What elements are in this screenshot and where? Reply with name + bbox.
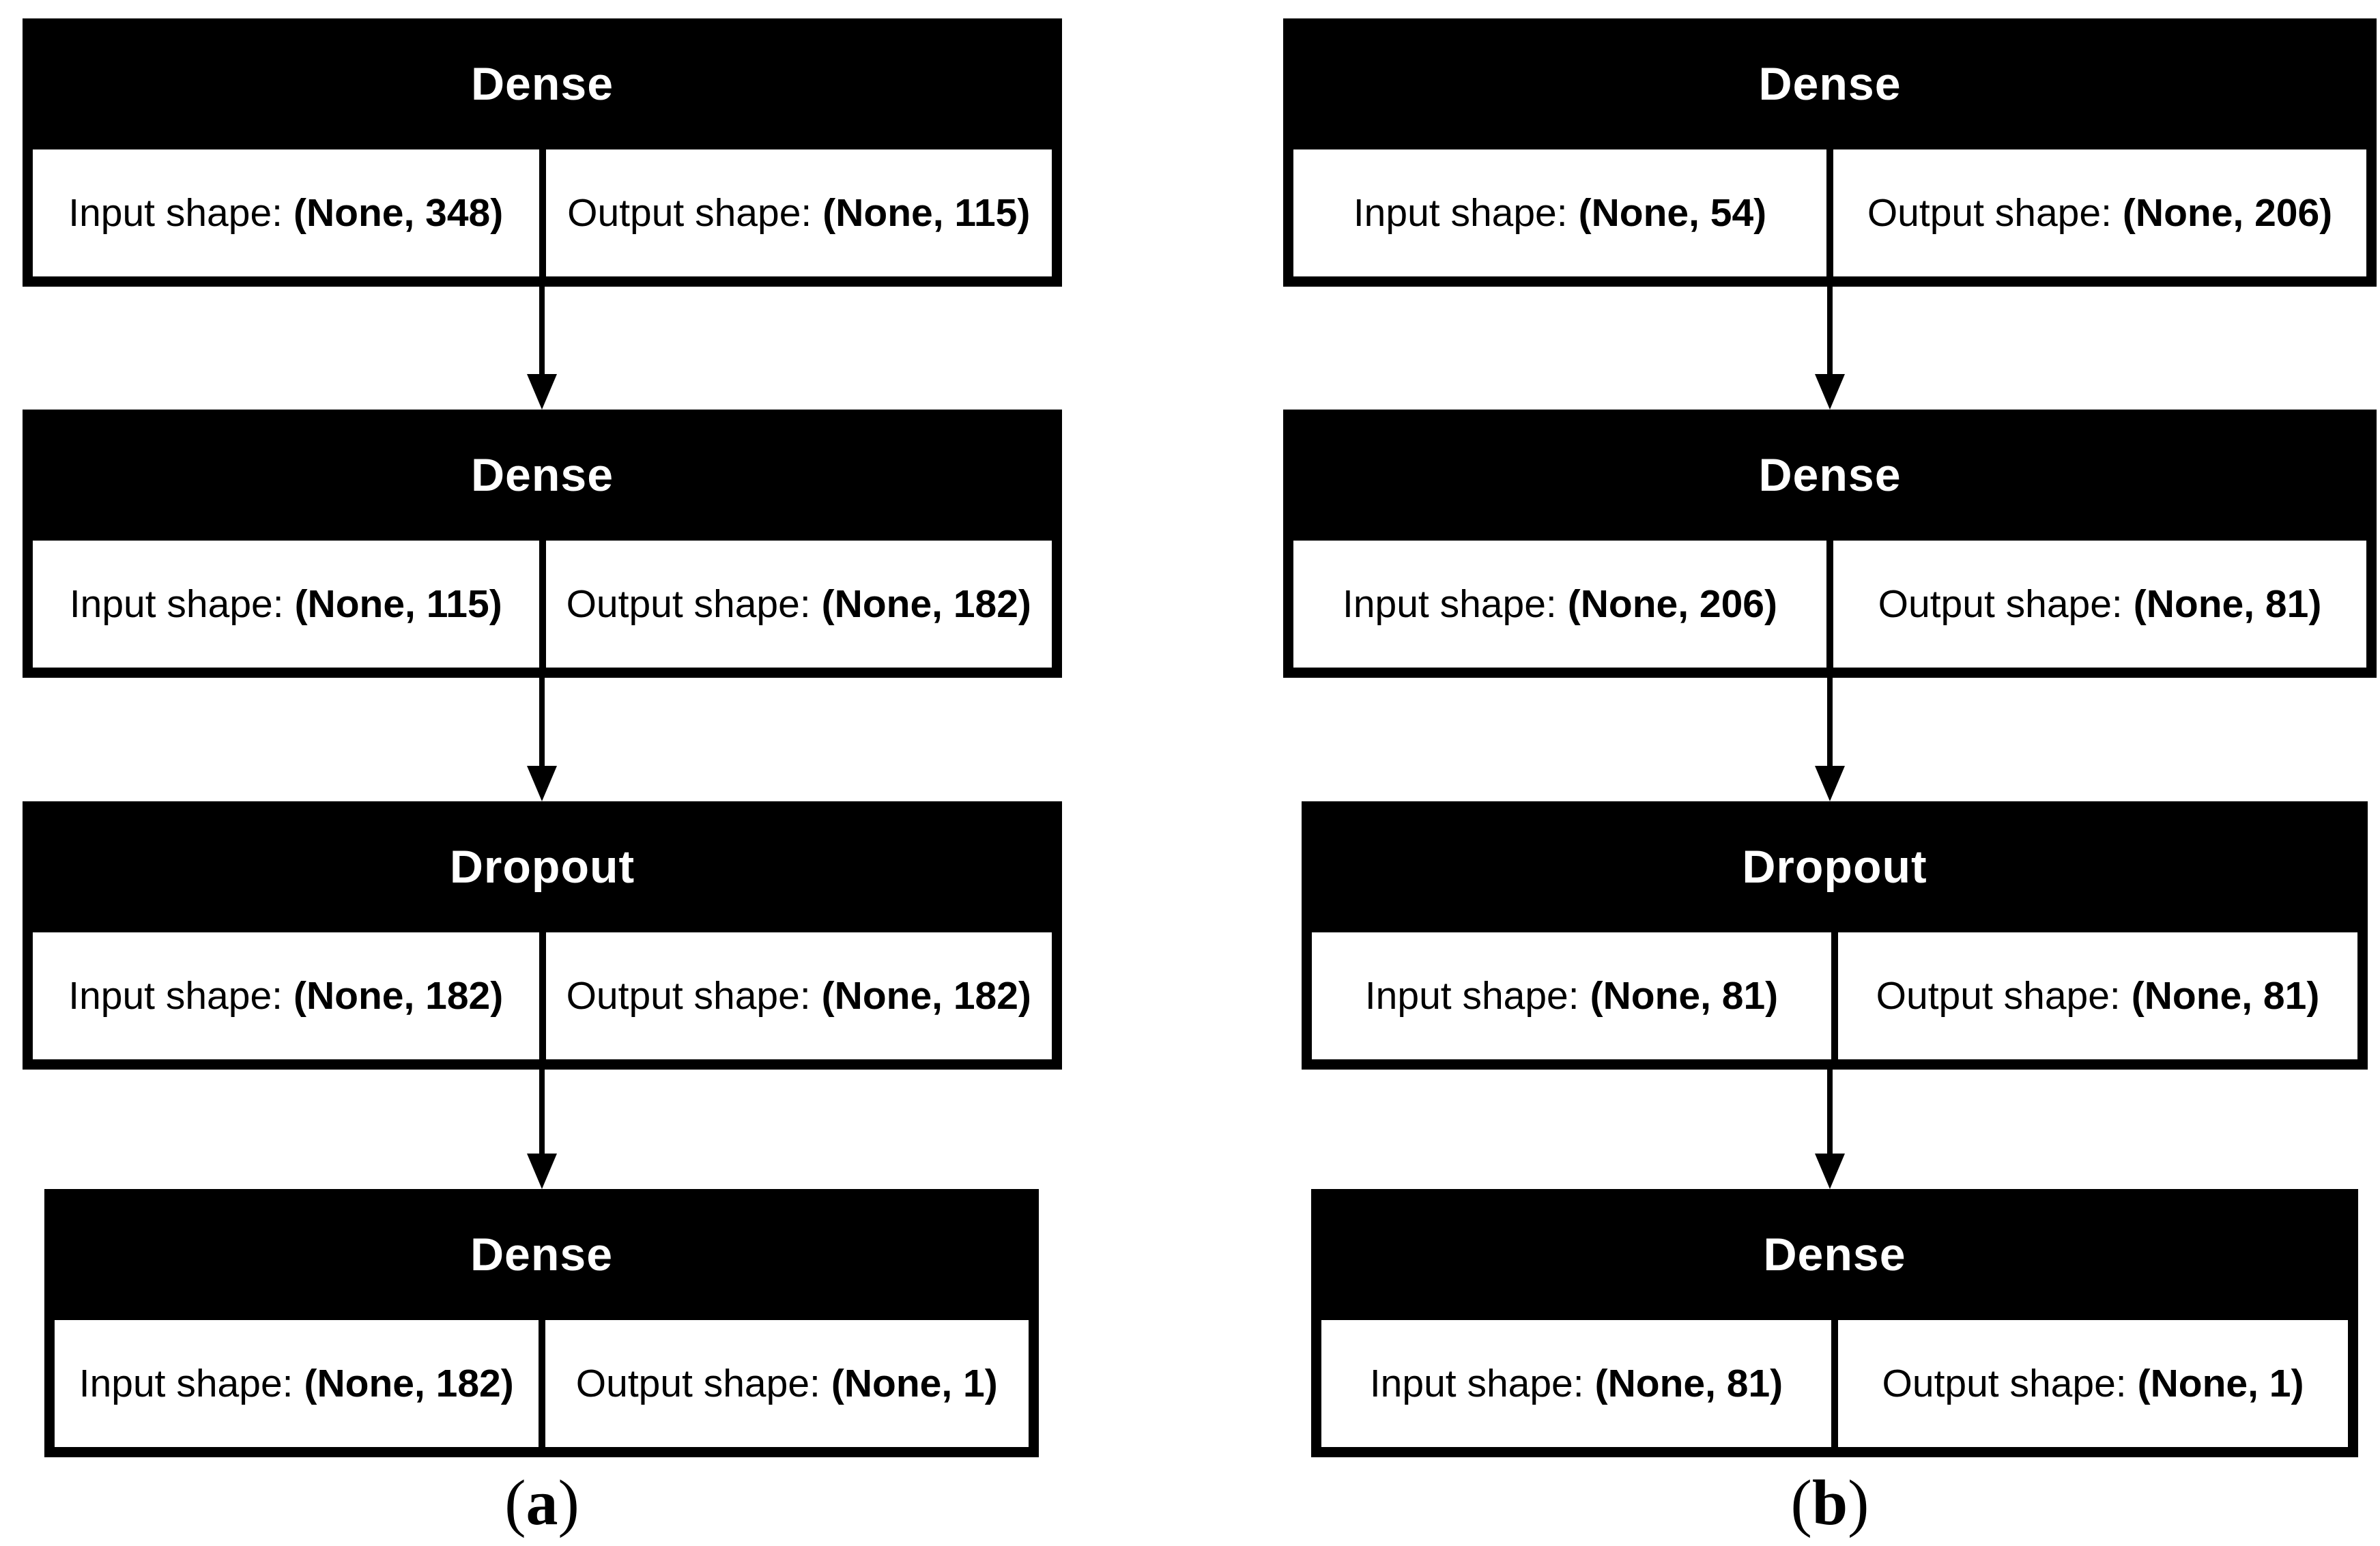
arrow-a-3 bbox=[527, 1070, 557, 1189]
caption-b: (b) bbox=[1693, 1466, 1966, 1540]
layer-name: Dense bbox=[470, 58, 614, 110]
input-shape-cell: Input shape: (None, 81) bbox=[1312, 932, 1831, 1059]
input-shape-value: (None, 182) bbox=[293, 974, 504, 1018]
caption-a: (a) bbox=[405, 1466, 678, 1540]
input-shape-label: Input shape: bbox=[1342, 582, 1557, 626]
output-shape-cell: Output shape: (None, 1) bbox=[1838, 1320, 2348, 1447]
output-shape-label: Output shape: bbox=[566, 582, 811, 626]
arrow-stem bbox=[539, 287, 545, 382]
input-shape-value: (None, 182) bbox=[304, 1362, 514, 1405]
output-shape-label: Output shape: bbox=[1882, 1362, 2127, 1405]
caption-b-close-paren: ) bbox=[1848, 1468, 1869, 1538]
layer-name: Dense bbox=[1763, 1229, 1906, 1280]
input-shape-label: Input shape: bbox=[69, 582, 284, 626]
arrow-stem bbox=[539, 1070, 545, 1162]
arrow-b-1 bbox=[1815, 287, 1845, 410]
output-shape-label: Output shape: bbox=[1867, 191, 2112, 235]
layer-name: Dense bbox=[1758, 449, 1902, 501]
input-shape-cell: Input shape: (None, 206) bbox=[1293, 541, 1826, 668]
arrow-b-2 bbox=[1815, 678, 1845, 801]
output-shape-cell: Output shape: (None, 1) bbox=[545, 1320, 1029, 1447]
output-shape-value: (None, 115) bbox=[822, 191, 1031, 235]
output-shape-value: (None, 81) bbox=[2133, 582, 2322, 626]
output-shape-cell: Output shape: (None, 206) bbox=[1833, 149, 2366, 276]
arrow-stem bbox=[1827, 1070, 1833, 1162]
layer-name: Dropout bbox=[449, 841, 635, 893]
caption-a-open-paren: ( bbox=[504, 1468, 526, 1538]
layer-box-b-dense-2: Dense Input shape: (None, 206) Output sh… bbox=[1283, 410, 2377, 678]
layer-box-b-dense-1: Dense Input shape: (None, 54) Output sha… bbox=[1283, 18, 2377, 287]
output-shape-value: (None, 182) bbox=[821, 974, 1031, 1018]
arrow-head-icon bbox=[1815, 766, 1845, 801]
output-shape-value: (None, 1) bbox=[2137, 1362, 2304, 1405]
output-shape-cell: Output shape: (None, 115) bbox=[545, 149, 1052, 276]
input-shape-value: (None, 81) bbox=[1590, 974, 1779, 1018]
input-shape-value: (None, 206) bbox=[1567, 582, 1777, 626]
layer-name: Dense bbox=[470, 449, 614, 501]
output-shape-label: Output shape: bbox=[1876, 974, 2121, 1018]
output-shape-cell: Output shape: (None, 81) bbox=[1833, 541, 2366, 668]
input-shape-value: (None, 348) bbox=[293, 191, 504, 235]
arrow-head-icon bbox=[527, 1154, 557, 1189]
layer-box-a-dense-2: Dense Input shape: (None, 115) Output sh… bbox=[23, 410, 1062, 678]
caption-b-letter: b bbox=[1811, 1468, 1848, 1538]
output-shape-value: (None, 182) bbox=[821, 582, 1031, 626]
arrow-stem bbox=[1827, 678, 1833, 774]
arrow-head-icon bbox=[1815, 1154, 1845, 1189]
output-shape-cell: Output shape: (None, 182) bbox=[545, 932, 1052, 1059]
input-shape-label: Input shape: bbox=[78, 1362, 293, 1405]
layer-box-a-dense-3: Dense Input shape: (None, 182) Output sh… bbox=[44, 1189, 1039, 1457]
layer-name: Dropout bbox=[1742, 841, 1927, 893]
input-shape-cell: Input shape: (None, 182) bbox=[55, 1320, 539, 1447]
layer-box-b-dropout: Dropout Input shape: (None, 81) Output s… bbox=[1302, 801, 2368, 1070]
output-shape-cell: Output shape: (None, 182) bbox=[545, 541, 1052, 668]
input-shape-value: (None, 54) bbox=[1578, 191, 1767, 235]
shape-cells: Input shape: (None, 182) Output shape: (… bbox=[55, 1320, 1029, 1447]
shape-cells: Input shape: (None, 115) Output shape: (… bbox=[33, 541, 1052, 668]
arrow-a-2 bbox=[527, 678, 557, 801]
shape-cells: Input shape: (None, 348) Output shape: (… bbox=[33, 149, 1052, 276]
input-shape-cell: Input shape: (None, 348) bbox=[33, 149, 539, 276]
layer-name: Dense bbox=[470, 1229, 614, 1280]
output-shape-value: (None, 1) bbox=[831, 1362, 998, 1405]
output-shape-value: (None, 206) bbox=[2122, 191, 2333, 235]
output-shape-label: Output shape: bbox=[575, 1362, 820, 1405]
input-shape-label: Input shape: bbox=[68, 974, 283, 1018]
input-shape-cell: Input shape: (None, 115) bbox=[33, 541, 539, 668]
output-shape-label: Output shape: bbox=[567, 191, 812, 235]
arrow-head-icon bbox=[527, 374, 557, 410]
shape-cells: Input shape: (None, 54) Output shape: (N… bbox=[1293, 149, 2366, 276]
output-shape-value: (None, 81) bbox=[2131, 974, 2320, 1018]
input-shape-label: Input shape: bbox=[1353, 191, 1568, 235]
arrow-stem bbox=[539, 678, 545, 774]
input-shape-value: (None, 115) bbox=[294, 582, 502, 626]
input-shape-label: Input shape: bbox=[1369, 1362, 1584, 1405]
input-shape-cell: Input shape: (None, 54) bbox=[1293, 149, 1826, 276]
shape-cells: Input shape: (None, 182) Output shape: (… bbox=[33, 932, 1052, 1059]
layer-box-a-dropout: Dropout Input shape: (None, 182) Output … bbox=[23, 801, 1062, 1070]
caption-a-letter: a bbox=[526, 1468, 558, 1538]
input-shape-cell: Input shape: (None, 182) bbox=[33, 932, 539, 1059]
output-shape-label: Output shape: bbox=[1878, 582, 2123, 626]
arrow-b-3 bbox=[1815, 1070, 1845, 1189]
shape-cells: Input shape: (None, 206) Output shape: (… bbox=[1293, 541, 2366, 668]
input-shape-cell: Input shape: (None, 81) bbox=[1321, 1320, 1831, 1447]
shape-cells: Input shape: (None, 81) Output shape: (N… bbox=[1321, 1320, 2348, 1447]
input-shape-label: Input shape: bbox=[1364, 974, 1579, 1018]
caption-a-close-paren: ) bbox=[558, 1468, 579, 1538]
arrow-head-icon bbox=[1815, 374, 1845, 410]
arrow-stem bbox=[1827, 287, 1833, 382]
caption-b-open-paren: ( bbox=[1790, 1468, 1812, 1538]
layer-box-a-dense-1: Dense Input shape: (None, 348) Output sh… bbox=[23, 18, 1062, 287]
input-shape-value: (None, 81) bbox=[1594, 1362, 1783, 1405]
arrow-head-icon bbox=[527, 766, 557, 801]
layer-box-b-dense-3: Dense Input shape: (None, 81) Output sha… bbox=[1311, 1189, 2358, 1457]
output-shape-label: Output shape: bbox=[566, 974, 811, 1018]
input-shape-label: Input shape: bbox=[68, 191, 283, 235]
arrow-a-1 bbox=[527, 287, 557, 410]
shape-cells: Input shape: (None, 81) Output shape: (N… bbox=[1312, 932, 2357, 1059]
layer-name: Dense bbox=[1758, 58, 1902, 110]
output-shape-cell: Output shape: (None, 81) bbox=[1838, 932, 2357, 1059]
